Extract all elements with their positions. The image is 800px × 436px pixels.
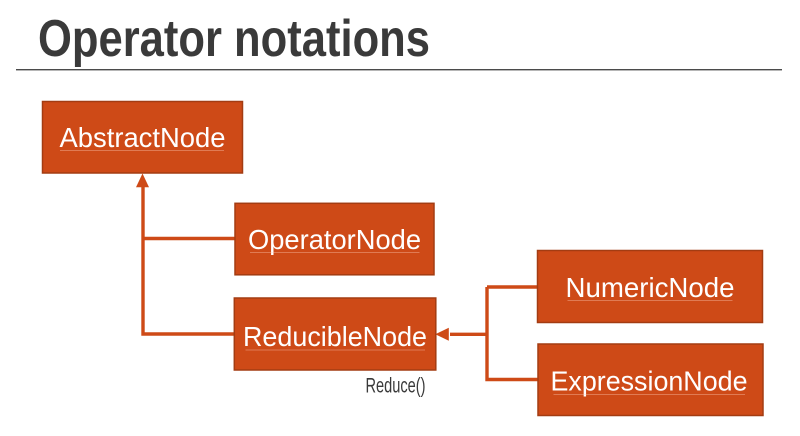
svg-text:NumericNode: NumericNode	[566, 272, 735, 303]
svg-text:AbstractNode: AbstractNode	[60, 122, 226, 153]
svg-text:ExpressionNode: ExpressionNode	[551, 366, 748, 397]
svg-text:ReducibleNode: ReducibleNode	[243, 321, 427, 352]
svg-text:Reduce(): Reduce()	[366, 375, 426, 398]
svg-text:OperatorNode: OperatorNode	[248, 224, 421, 255]
svg-text:Operator notations: Operator notations	[38, 10, 430, 68]
